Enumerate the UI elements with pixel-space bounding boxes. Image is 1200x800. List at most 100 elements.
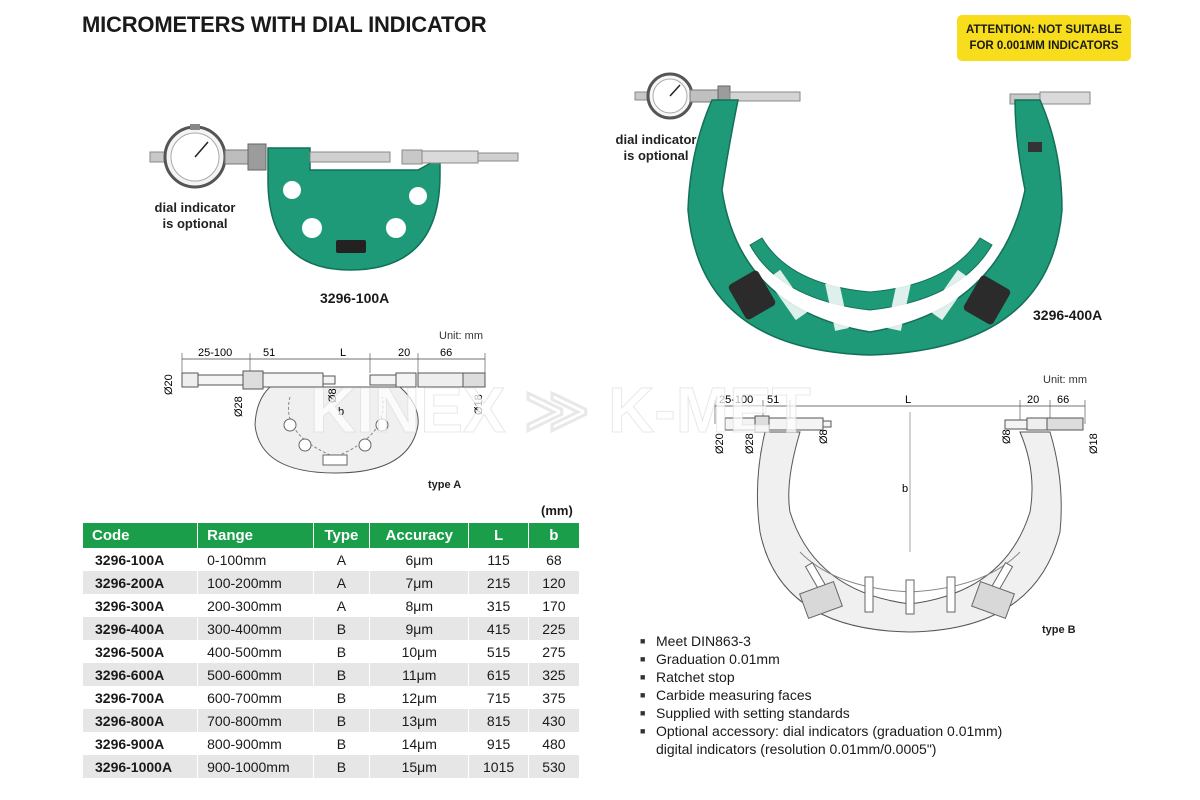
cell-type: A [313,594,371,617]
cell-type: B [313,686,371,709]
cell-range: 500-600mm [197,663,314,686]
header-type: Type [313,523,371,548]
cell-b: 68 [528,548,581,571]
attention-line-1: ATTENTION: NOT SUITABLE [965,24,1123,36]
cell-l: 615 [468,663,529,686]
cell-l: 215 [468,571,529,594]
type-b-dia-8b: Ø8 [1001,429,1013,444]
cell-range: 0-100mm [197,548,314,571]
type-a-dim-b: b [338,406,344,418]
cell-type: B [313,732,371,755]
type-a-drawing: 25-100 51 L 20 66 Ø20 Ø28 Ø8 Ø18 b [163,347,486,474]
type-b-dia-28: Ø28 [744,433,756,454]
small-photo-caption: dial indicator is optional [140,200,250,232]
cell-range: 400-500mm [197,640,314,663]
type-a-dia-18: Ø18 [473,394,485,415]
cell-l: 915 [468,732,529,755]
cell-accuracy: 9μm [369,617,470,640]
type-a-dia-20: Ø20 [163,374,175,395]
table-header-row: Code Range Type Accuracy L b [83,523,581,548]
cell-b: 375 [528,686,581,709]
header-code: Code [83,523,199,548]
cell-code: 3296-500A [83,640,199,663]
cell-l: 515 [468,640,529,663]
cell-accuracy: 13μm [369,709,470,732]
type-b-dia-18: Ø18 [1088,433,1100,454]
cell-l: 815 [468,709,529,732]
watermark-logo: KINEX ≫ K-MET [310,374,812,447]
feature-item: Carbide measuring faces [640,686,1002,704]
type-a-dia-28: Ø28 [233,396,245,417]
cell-b: 275 [528,640,581,663]
micrometer-100a-photo [149,124,519,271]
cell-accuracy: 10μm [369,640,470,663]
small-caption-line-1: dial indicator [154,200,236,215]
cell-range: 100-200mm [197,571,314,594]
cell-b: 120 [528,571,581,594]
watermark-text: KINEX ≫ K-MET [310,374,811,446]
feature-item: Graduation 0.01mm [640,650,1002,668]
type-a-dim-3: L [340,347,346,359]
feature-item: Meet DIN863-3 [640,632,1002,650]
type-a-dim-4: 20 [398,347,410,359]
cell-code: 3296-300A [83,594,199,617]
feature-continuation: digital indicators (resolution 0.01mm/0.… [656,741,937,757]
cell-type: B [313,755,371,778]
cell-code: 3296-700A [83,686,199,709]
large-caption-line-1: dial indicator [615,132,697,147]
cell-accuracy: 14μm [369,732,470,755]
type-b-dim-5: 66 [1057,394,1069,406]
header-b: b [528,523,581,548]
cell-range: 700-800mm [197,709,314,732]
cell-code: 3296-400A [83,617,199,640]
cell-l: 415 [468,617,529,640]
attention-badge: ATTENTION: NOT SUITABLE FOR 0.001MM INDI… [957,15,1131,61]
cell-accuracy: 12μm [369,686,470,709]
cell-accuracy: 15μm [369,755,470,778]
cell-l: 1015 [468,755,529,778]
cell-type: A [313,571,371,594]
type-b-dia-8a: Ø8 [818,429,830,444]
header-l: L [468,523,529,548]
type-a-label: type A [428,479,462,491]
features-list: Meet DIN863-3 Graduation 0.01mm Ratchet … [640,632,1002,758]
type-b-dim-1: 25-100 [719,394,753,406]
feature-item: Supplied with setting standards [640,704,1002,722]
type-a-dim-2: 51 [263,347,275,359]
cell-accuracy: 6μm [369,548,470,571]
table-unit-note: (mm) [541,503,573,518]
cell-range: 600-700mm [197,686,314,709]
cell-l: 315 [468,594,529,617]
type-a-dia-8: Ø8 [327,388,339,403]
cell-code: 3296-200A [83,571,199,594]
cell-b: 170 [528,594,581,617]
cell-type: B [313,663,371,686]
cell-l: 115 [468,548,529,571]
header-accuracy: Accuracy [369,523,470,548]
model-label-100a: 3296-100A [320,290,390,306]
cell-range: 900-1000mm [197,755,314,778]
micrometer-400a-photo [634,72,1091,356]
cell-b: 430 [528,709,581,732]
cell-l: 715 [468,686,529,709]
type-a-dim-1: 25-100 [198,347,232,359]
type-b-dim-4: 20 [1027,394,1039,406]
type-b-label: type B [1042,624,1076,636]
feature-item: Ratchet stop [640,668,1002,686]
type-b-dim-3: L [905,394,911,406]
cell-type: B [313,709,371,732]
feature-item: Optional accessory: dial indicators (gra… [640,722,1002,740]
type-b-dia-20: Ø20 [714,433,726,454]
model-label-400a: 3296-400A [1033,307,1103,323]
cell-accuracy: 7μm [369,571,470,594]
type-b-drawing: 25-100 51 L 20 66 Ø20 Ø28 Ø8 Ø8 Ø18 b [714,394,1100,633]
